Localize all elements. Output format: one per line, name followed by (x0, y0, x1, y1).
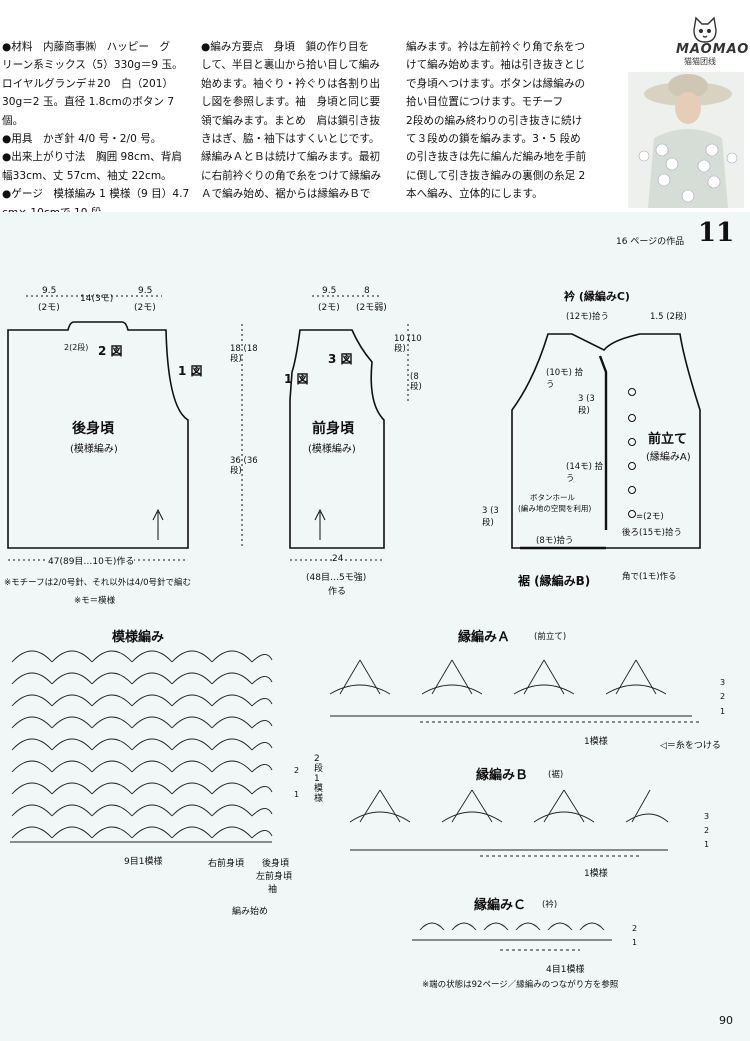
back-dim-sub-right: (2モ) (134, 303, 156, 313)
pattern-row-2: 2 (294, 766, 300, 775)
edge-b-repeat: 1模様 (584, 869, 608, 879)
brand-logo-text: MAOMAO (676, 42, 750, 57)
front-dim-left: 9.5 (322, 286, 337, 296)
edge-b-row-2: 2 (704, 826, 710, 835)
corner-note: 角で(1モ)作る (622, 572, 677, 582)
front-bottom-sub1: (48目…5モ強) (306, 573, 367, 583)
buttonhole-label: ボタンホール (530, 493, 575, 502)
front-right-dim-top: 10 (10段) (394, 334, 422, 354)
edge-c-row-1: 1 (632, 938, 638, 947)
front-body-outline (289, 329, 385, 549)
front-side-bottom: 36 (36段) (230, 456, 258, 476)
back-body-outline (7, 321, 189, 549)
hem-label: 裾 (縁編みB) (518, 574, 591, 588)
back-note1: ※モチーフは2/0号針、それ以外は4/0号針で編む (4, 578, 191, 588)
back-note2: ※モ＝模様 (74, 596, 116, 606)
edge-b-row-1: 1 (704, 840, 710, 849)
pattern-right-front: 右前身頃 (208, 859, 245, 869)
diagram-area (0, 212, 750, 1041)
pick14: (14モ) 拾う (566, 462, 604, 484)
pattern-rows: 2段1模様 (314, 754, 324, 804)
method-text: ●編み方要点 身頃 鎖の作り目を して、半目と裏山から拾い目して編み 始めます。… (201, 41, 382, 201)
dim3: 3 (3段) (578, 394, 595, 416)
pattern-start: 編み始め (232, 907, 269, 917)
front-band-sub: (縁編みA) (646, 452, 691, 463)
pick8: (8モ)拾う (536, 536, 574, 546)
hem-dim: 3 (3段) (482, 506, 499, 528)
buttonhole-sub: (編み地の空間を利用) (518, 504, 592, 513)
front-subtitle: (模様編み) (308, 444, 356, 455)
cat-logo-icon (693, 16, 717, 43)
finishing-outline (511, 333, 701, 549)
front-fig3: 3 図 (328, 352, 353, 366)
edge-a-repeat: 1模様 (584, 737, 608, 747)
edge-a-title: 縁編みＡ (458, 630, 511, 645)
work-reference: 16 ページの作品 (616, 237, 685, 247)
collar-label: 衿 (縁編みC) (564, 290, 630, 303)
back-dim-right: 9.5 (138, 286, 153, 296)
back-subtitle: (模様編み) (70, 444, 118, 455)
back-dim-mid: 14(3モ) (80, 294, 114, 304)
brand-logo-subtext: 猫猫团线 (684, 57, 716, 66)
back-dim-left: 9.5 (42, 286, 57, 296)
edge-c-repeat: 4目1模様 (546, 965, 585, 975)
edge-a-sub: (前立て) (534, 632, 567, 642)
edge-c-stitch-chart (412, 922, 612, 951)
back-pick: 後ろ(15モ)拾う (622, 528, 682, 538)
collar-dim: 1.5 (2段) (650, 312, 687, 322)
back-title: 後身頃 (72, 421, 114, 437)
edge-c-sub: (衿) (542, 900, 558, 910)
front-dim-sub-left: (2モ) (318, 303, 340, 313)
materials-text: ●材料 内藤商事㈱ ハッピー グ リーン系ミックス（5）330g＝9 玉。 ロイ… (2, 41, 190, 219)
pattern-repeat: 9目1模様 (124, 857, 163, 867)
front-title: 前身頃 (312, 421, 354, 437)
front-bottom-dim: 24 (332, 554, 344, 564)
page-number: 90 (719, 1014, 733, 1027)
edge-b-title: 縁編みＢ (476, 768, 529, 783)
edge-b-row-3: 3 (704, 812, 710, 821)
back-dim-sub-left: (2モ) (38, 303, 60, 313)
back-neck-dim: 2(2段) (64, 343, 89, 352)
edge-c-note: ※端の状態は92ページ／縁編みのつながり方を参照 (422, 980, 619, 990)
pattern-stitch-chart (10, 650, 273, 843)
edge-b-sub: (裾) (548, 770, 564, 780)
method-text-cont: 編みます。衿は左前衿ぐり角で糸をつ けて編み始めます。袖は引き抜きとじ で身頃へ… (406, 41, 587, 201)
front-dim-sub-right: (2モ弱) (356, 303, 387, 313)
pattern-number: 11 (698, 218, 735, 248)
pattern-left-front: 左前身頃 (256, 872, 293, 882)
front-fig1: 1 図 (284, 372, 309, 386)
edge-a-row-1: 1 (720, 707, 726, 716)
front-right-dim-bottom: (8段) (410, 372, 422, 392)
pattern-back: 後身頃 (262, 859, 290, 869)
edge-a-stitch-chart (329, 659, 700, 723)
collar-pick: (12モ)拾う (566, 312, 609, 322)
edge-b-stitch-chart (349, 789, 669, 857)
front-dim-right: 8 (364, 286, 370, 296)
front-side-top: 18 (18段) (230, 344, 258, 364)
back-fig2: 2 図 (98, 344, 123, 358)
instruction-header: ●材料 内藤商事㈱ ハッピー グ リーン系ミックス（5）330g＝9 玉。 ロイ… (0, 0, 750, 219)
pick10: (10モ) 拾う (546, 368, 584, 390)
back-fig1: 1 図 (178, 364, 203, 378)
motif-count: =(2モ) (636, 512, 664, 522)
edge-c-title: 縁編みＣ (474, 898, 527, 913)
front-bottom-sub2: 作る (328, 587, 347, 597)
edge-a-row-3: 3 (720, 678, 726, 687)
pattern-row-1: 1 (294, 790, 300, 799)
pattern-title: 模様編み (112, 630, 165, 645)
front-band-label: 前立て (648, 432, 688, 447)
model-photo (628, 72, 744, 208)
edge-a-row-2: 2 (720, 692, 726, 701)
pattern-sleeve: 袖 (268, 885, 278, 895)
edge-a-note: ◁＝糸をつける (660, 741, 721, 751)
back-bottom-dim: 47(89目…10モ)作る (48, 554, 135, 567)
edge-c-row-2: 2 (632, 924, 638, 933)
